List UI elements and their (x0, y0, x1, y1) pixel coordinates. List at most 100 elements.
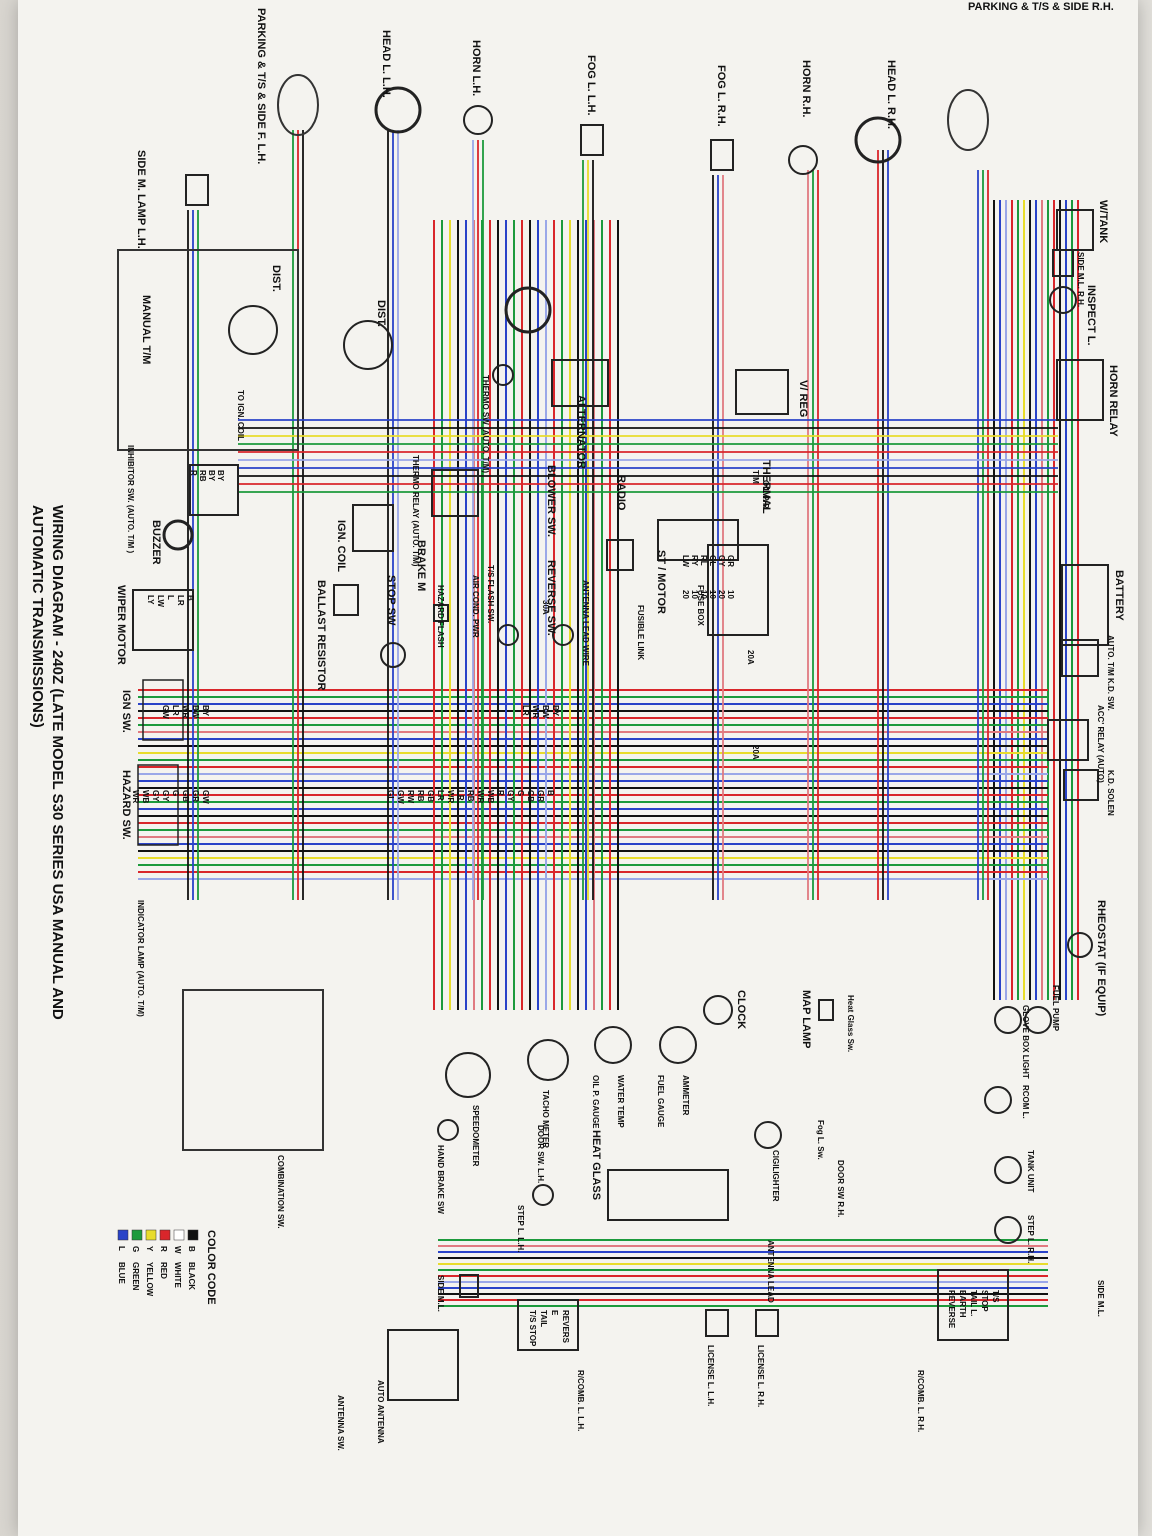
wire-code: BW (541, 705, 550, 719)
thermo-switch-icon (492, 364, 514, 386)
wire-code: T/S (991, 1290, 1000, 1303)
label-oil-gauge: OIL P. GAUGE (591, 1075, 600, 1129)
label-dist-auto: DIST. (375, 300, 387, 327)
wtank-box (1056, 209, 1094, 251)
hazard-switch-grid (137, 764, 179, 846)
fog-lamp-lh-icon (580, 124, 604, 156)
wire-code: TAIL (539, 1310, 548, 1327)
label-license-rh: LICENSE L. R.H. (756, 1345, 765, 1407)
legend-swatch (187, 1229, 199, 1241)
fuel-pump-icon (1024, 1006, 1052, 1034)
wire-code: 20 (717, 590, 726, 599)
alternator-box (551, 359, 609, 407)
wire-code: RB (198, 470, 207, 482)
wire-code: R (496, 790, 505, 796)
kd-solenoid-box (1063, 769, 1099, 801)
label-hazard-flash: HAZARD FLASH (436, 585, 445, 648)
label-side-ml-rh: SIDE M.L. R.H. (1076, 252, 1085, 307)
wire-code: RL (699, 555, 708, 566)
label-fuse-20a-top: 20A (746, 650, 755, 665)
distributor-frame (117, 249, 299, 451)
ign-coil-box (352, 504, 394, 552)
label-fusible-link: FUSIBLE LINK (636, 605, 645, 660)
wiring-diagram-canvas: PARKING & T/S & SIDE R.H. HEAD L. R.H. H… (29, 1, 1125, 1451)
ballast-resistor-icon (333, 584, 359, 616)
ammeter-icon (659, 1026, 697, 1064)
label-side-lamp-lh: SIDE M. LAMP L.H. (135, 150, 147, 249)
wire-code-labels: BYBWWRLRBGRGBGGYRWBWRRBLRWRLRGBRBRWGWGLB… (131, 470, 1000, 1347)
label-horn-lh: HORN L.H. (470, 40, 482, 96)
label-vreg: V/ REG (797, 380, 809, 417)
wire-code: LR (521, 705, 530, 716)
headlamp-rh-icon (854, 116, 902, 164)
fog-lamp-rh-icon (710, 139, 734, 171)
label-step-rh: STEP L. R.H. (1026, 1215, 1035, 1263)
label-door-sw-lh: DOOR SW. L.H. (536, 1125, 545, 1183)
label-cigilighter: CIGILIGHTER (771, 1150, 780, 1202)
label-inhibitor: INHIBITOR SW. (AUTO. T/M ) (126, 445, 135, 553)
wire-code: LW (681, 555, 690, 567)
wire-code: BY (551, 705, 560, 717)
legend-swatch (159, 1229, 171, 1241)
label-antenna-lead-wire: ANTENNA LEAD WIRE (581, 580, 590, 667)
label-head-rh: HEAD L. R.H. (885, 60, 897, 129)
label-inspect: INSPECT L. (1085, 285, 1097, 346)
label-reverse-sw: REVERSE SW. (545, 560, 557, 636)
label-horn-rh: HORN R.H. (800, 60, 812, 117)
label-ts-flash: T/S FLASH SW. (486, 565, 495, 623)
label-dist-manual: DIST. (270, 265, 282, 292)
legend-code: L (117, 1246, 126, 1251)
rcomb-lh-box (517, 1299, 579, 1351)
wire-code: WR (181, 705, 190, 719)
label-oil-pr: OIL P/R (761, 480, 770, 509)
label-buzzer: BUZZER (150, 520, 162, 565)
kd-switch-box (1061, 639, 1099, 677)
label-rcom: RCOM L. (1021, 1085, 1030, 1119)
label-antenna-sw: ANTENNA SW. (336, 1395, 345, 1451)
side-marker-rh-icon (1052, 249, 1074, 277)
wire-code: GB (181, 790, 190, 802)
wire-code: GR (536, 790, 545, 802)
wire-code: WB (141, 790, 150, 804)
distributor-auto-icon (343, 320, 393, 370)
wire-code: GB (426, 790, 435, 802)
wire-code: BY (207, 470, 216, 482)
wire-code: RW (406, 790, 415, 804)
label-fuse-box: FUSE BOX (696, 585, 705, 627)
glove-box-light-icon (994, 1006, 1022, 1034)
wire-code: GL (386, 790, 395, 801)
wire-code: 10 (726, 590, 735, 599)
wire-code: BY (201, 705, 210, 717)
label-door-sw-rh: DOOR SW R.H. (836, 1160, 845, 1217)
label-thermal: THERMAL (760, 460, 772, 514)
wire-code: WR (476, 790, 485, 804)
wire-code: REVERSE (947, 1290, 956, 1329)
wire-code: BY (216, 470, 225, 482)
ts-flasher-icon (497, 624, 519, 646)
thermo-relay-box (431, 469, 479, 517)
wire-code: WB (486, 790, 495, 804)
legend-swatch (173, 1229, 185, 1241)
tank-unit-icon (994, 1156, 1022, 1184)
wire-code: BW (191, 705, 200, 719)
wire-code: GY (151, 790, 160, 802)
label-thermo-relay: THERMO RELAY (AUTO. T/M) (411, 455, 420, 567)
label-ammeter: AMMETER (681, 1075, 690, 1116)
label-to-ign-coil: TO IGN. COIL (236, 390, 245, 441)
legend-code: G (131, 1246, 140, 1252)
label-ign-sw: IGN SW. (120, 690, 132, 733)
legend-code: R (159, 1246, 168, 1252)
wire-code: GY (161, 790, 170, 802)
rcom-lamp-icon (984, 1086, 1012, 1114)
label-brake-m: BRAKE M (415, 540, 427, 591)
label-kd-solen: K.D. SOLEN (1106, 770, 1115, 816)
legend-name: GREEN (131, 1262, 140, 1291)
horn-relay-box (1056, 359, 1104, 421)
inhibitor-switch-box (189, 464, 239, 516)
wire-code: GR (191, 790, 200, 802)
label-heat-glass: HEAT GLASS (590, 1130, 602, 1200)
water-temp-icon (594, 1026, 632, 1064)
components (117, 74, 1109, 1401)
label-side-ml-lh: SIDE M.L. (436, 1275, 445, 1312)
legend-swatch (117, 1229, 129, 1241)
